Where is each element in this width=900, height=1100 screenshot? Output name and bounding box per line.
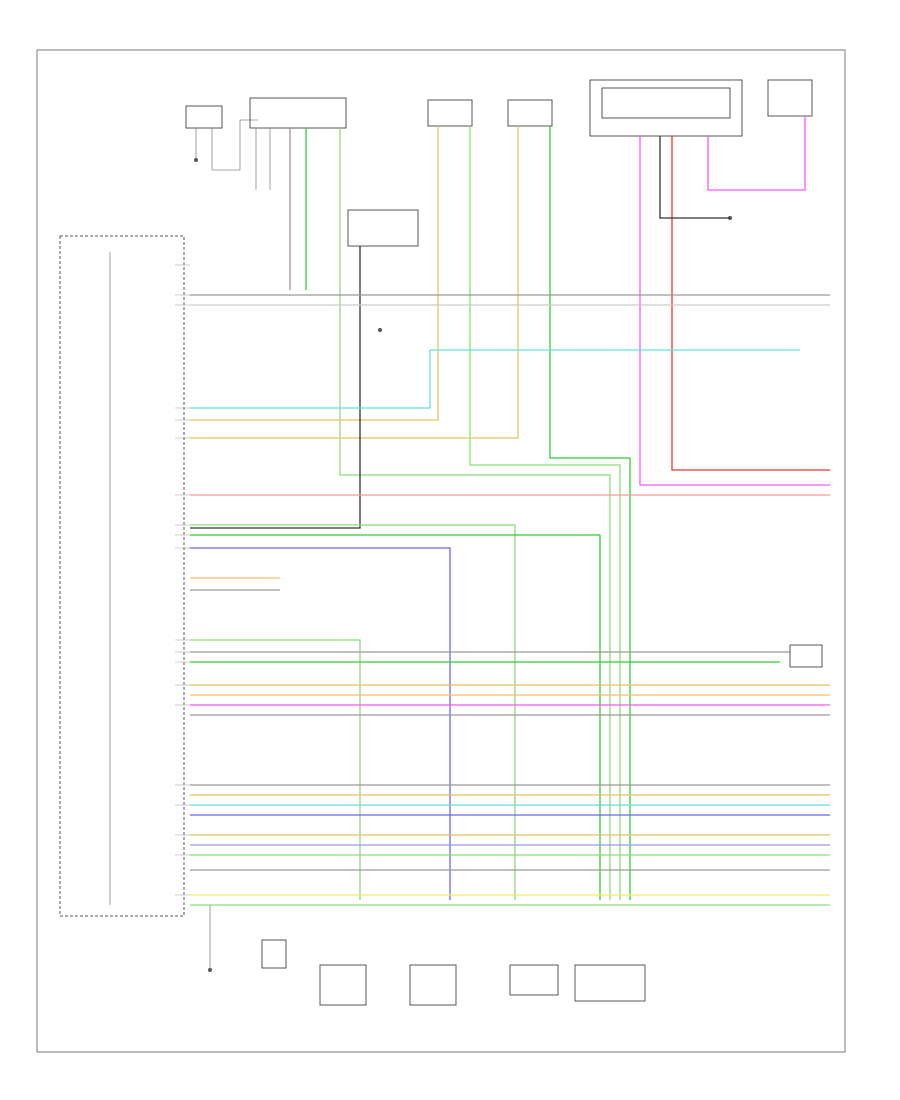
- top-components: [185, 79, 813, 332]
- ground-icon-2: [378, 328, 382, 332]
- ground-icon-4: [208, 968, 212, 972]
- switch-right: [767, 79, 813, 117]
- module-pins: [175, 264, 190, 896]
- control-module: [59, 235, 185, 917]
- sensor-bottom: [509, 964, 559, 996]
- junction-box: [347, 209, 419, 247]
- switch-bottom-1: [319, 964, 367, 1006]
- connector-a: [427, 99, 473, 127]
- horizontal-wires: [190, 294, 830, 906]
- right-connectors: [789, 644, 823, 668]
- bottom-components: [208, 905, 646, 1006]
- window-motor-box: [589, 79, 743, 137]
- vertical-wires: [190, 116, 830, 900]
- motor-connector: [249, 97, 347, 129]
- switch-box-left: [185, 105, 223, 129]
- diagram-frame: [36, 49, 846, 1053]
- ground-icon: [194, 158, 198, 162]
- connector-bottom-2: [574, 964, 646, 1002]
- connector-b: [507, 99, 553, 127]
- connector-bottom-1: [261, 939, 287, 969]
- connector-right-1: [789, 644, 823, 668]
- switch-bottom-2: [409, 964, 457, 1006]
- window-motor-inner: [601, 87, 731, 119]
